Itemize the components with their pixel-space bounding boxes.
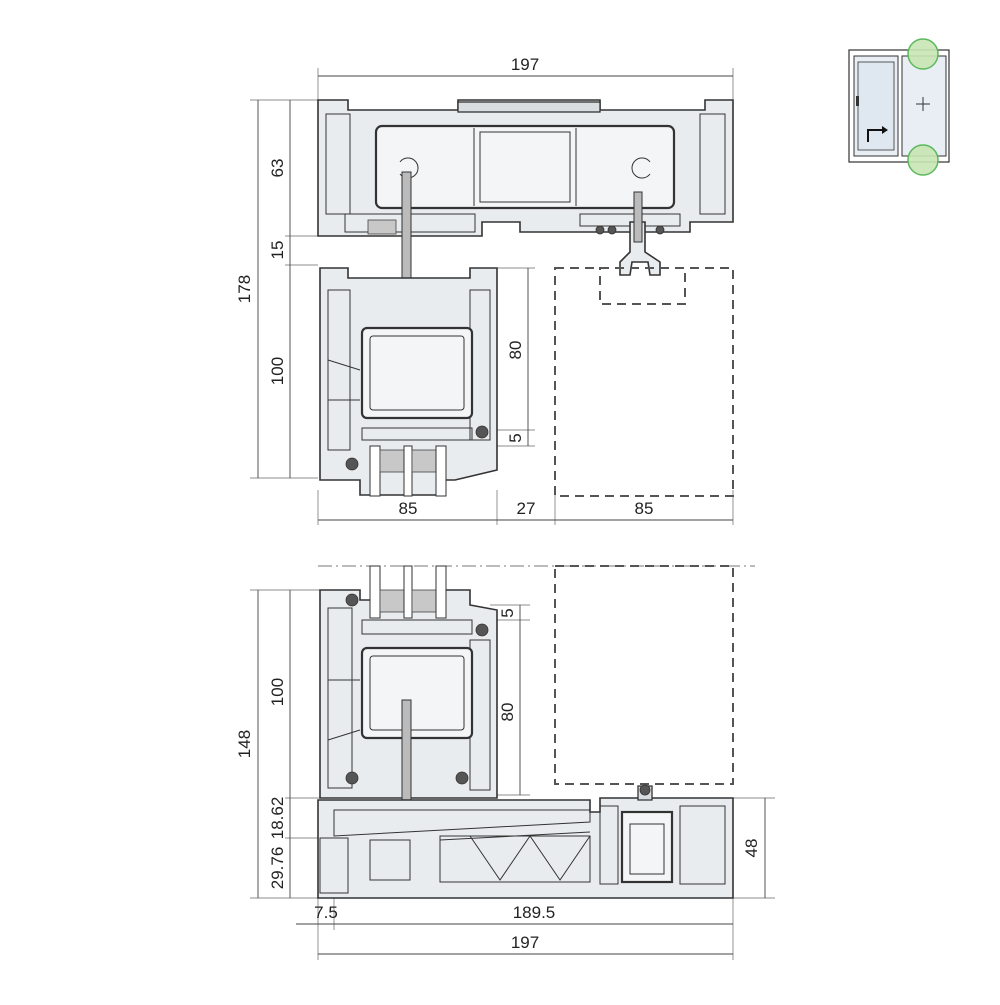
adjacent-sash-outline-bottom [554,565,734,785]
dim-adjacent-width: 85 [635,499,654,518]
window-elevation-thumbnail [848,38,950,176]
frame-gasket [367,219,397,235]
dim-sill-width: 189.5 [513,903,556,922]
sash-reinforcement-bottom [360,646,474,740]
glass-pane-2 [403,445,413,497]
dim-frame-height: 63 [268,159,287,178]
dim-sash-height-bottom: 100 [268,678,287,706]
dim-gap-top: 5 [506,433,525,442]
glass-pane-3 [435,445,447,497]
dim-top-width: 197 [511,55,539,74]
dim-sash-width: 85 [399,499,418,518]
dim-threshold-upper: 18.62 [268,797,287,840]
adjacent-sash-outline-top [554,267,734,497]
sash-reinforcement-top [360,326,474,420]
frame-top-cap [457,101,601,113]
section-marker-bottom [907,144,939,176]
dim-rebate-height: 15 [268,241,287,260]
dim-sill-height: 48 [742,839,761,858]
dim-glazing-top: 80 [506,341,525,360]
dim-bottom-overall-height: 148 [235,730,254,758]
dim-offset-left: 7.5 [314,903,338,922]
dim-gap-width: 27 [517,499,536,518]
bottom-section: 148 100 18.62 29.76 5 80 48 7.5 189.5 19… [235,565,775,960]
top-section: 197 178 63 15 100 80 5 85 27 85 [235,55,734,525]
thumbnail-right-sash [901,55,947,157]
dim-bottom-width: 197 [511,933,539,952]
dim-gap-bottom: 5 [498,608,517,617]
dim-sash-height-top: 100 [268,357,287,385]
coupling-hook [619,221,661,276]
dim-threshold-lower: 29.76 [268,847,287,890]
dim-top-overall-height: 178 [235,275,254,303]
section-marker-top [907,38,939,70]
frame-reinforcement [374,124,676,210]
dim-glazing-bottom: 80 [498,703,517,722]
thumbnail-opening-arrow-icon [867,129,882,142]
glass-pane-1 [369,445,381,497]
